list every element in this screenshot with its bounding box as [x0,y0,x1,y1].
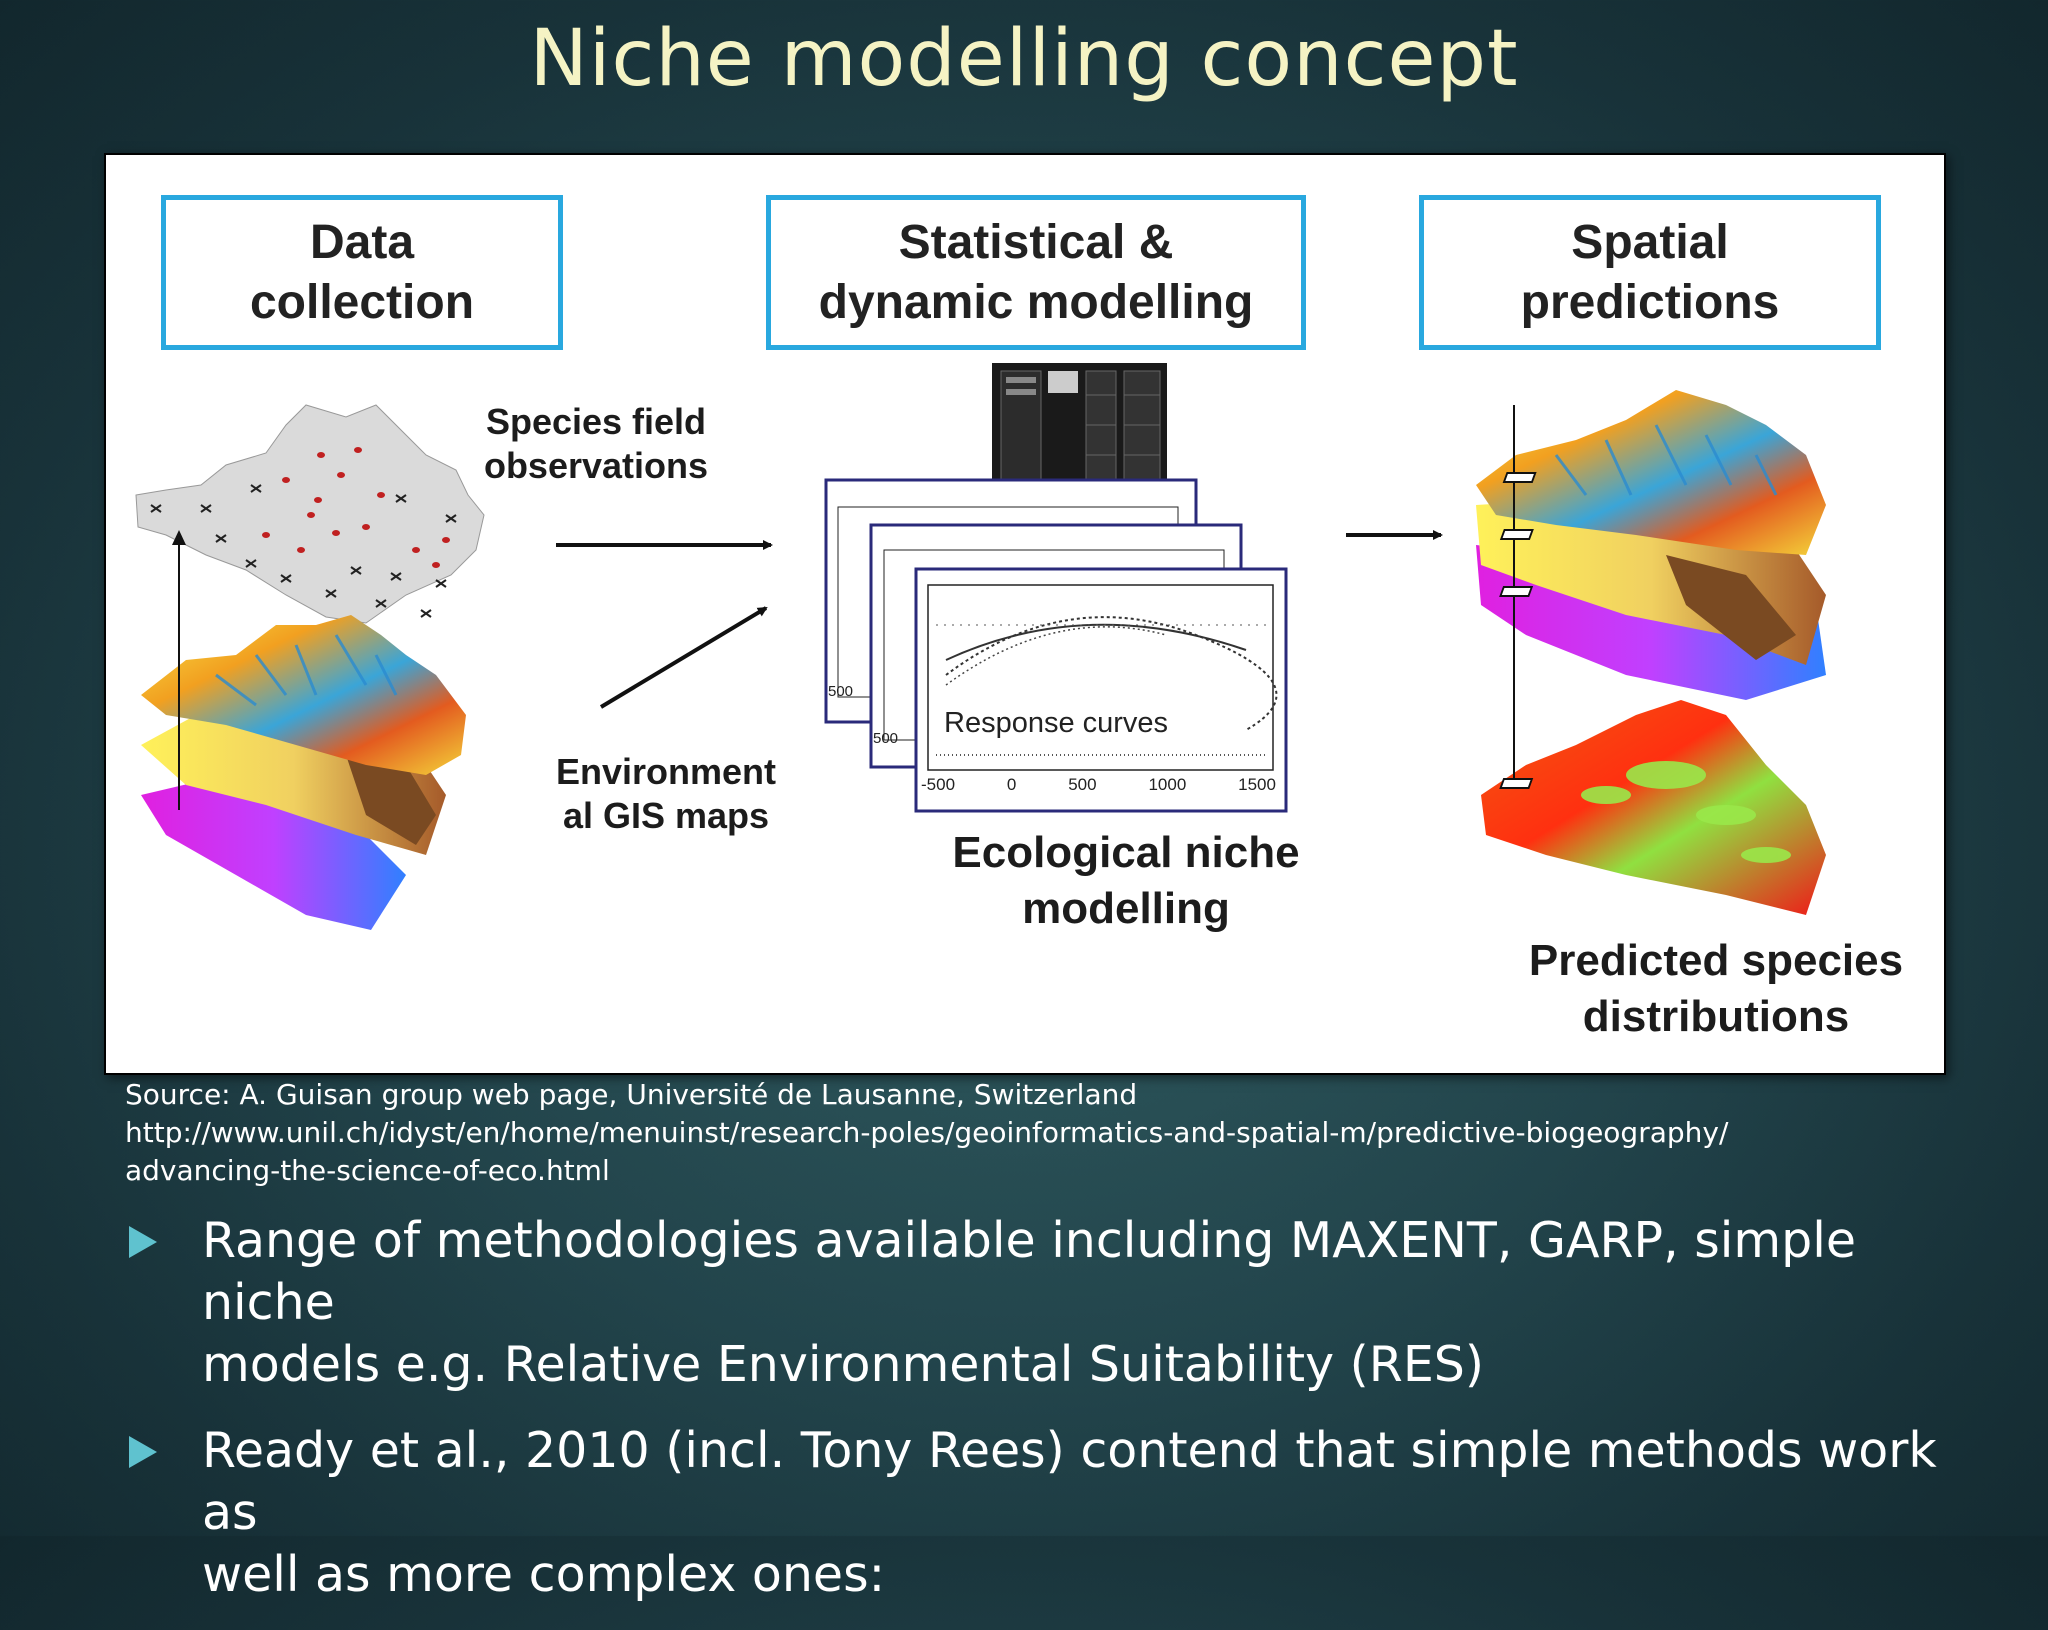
environmental-layers-stack [141,530,466,930]
stage-2-line1: Statistical & [898,215,1174,269]
response-curve-plots [824,478,1288,813]
stage-1-line2: collection [249,275,475,329]
niche-modelling-label: Ecological niche modelling [906,825,1346,937]
bullet-triangle-icon [129,1436,157,1468]
arrow-gis-maps [599,606,768,709]
stage-1-line1: Data [309,215,415,269]
bullet-item: Range of methodologies available includi… [125,1210,1985,1396]
axis-tick: 500 [1068,775,1097,794]
species-obs-line2: observations [483,445,709,486]
response-curve-axis: -500 0 500 1000 1500 [921,775,1276,795]
source-citation: Source: A. Guisan group web page, Univer… [125,1076,1925,1190]
axis-tick: 0 [1006,775,1017,794]
axis-tick: 1000 [1148,775,1187,794]
stage-3-line1: Spatial [1571,215,1729,269]
axis-tick: -500 [921,775,956,794]
source-url-line[interactable]: http://www.unil.ch/idyst/en/home/menuins… [125,1116,1729,1149]
predicted-distributions-label: Predicted species distributions [1496,933,1936,1045]
stage-data-collection: Data collection [161,195,563,350]
gis-maps-line1: Environment [555,751,777,792]
slide-title: Niche modelling concept [529,14,1519,104]
stage-3-line2: predictions [1520,275,1780,329]
stage-statistical-modelling: Statistical & dynamic modelling [766,195,1306,350]
back-tick-2: 500 [873,730,899,747]
niche-line1: Ecological niche [952,828,1300,877]
prediction-layers-stack [1476,390,1826,915]
bullet-1-line1: Range of methodologies available includi… [202,1212,1856,1331]
niche-modelling-figure: Data collection Statistical & dynamic mode… [104,153,1946,1075]
back-tick-1: 500 [828,683,854,700]
gis-maps-label: Environment al GIS maps [526,750,806,838]
axis-tick: 1500 [1238,775,1276,794]
bullet-2-line1: Ready et al., 2010 (incl. Tony Rees) con… [202,1422,1937,1541]
source-url-line-cont[interactable]: advancing-the-science-of-eco.html [125,1154,610,1187]
predicted-line2: distributions [1582,992,1850,1041]
gis-maps-line2: al GIS maps [562,795,770,836]
species-observation-map [135,404,485,624]
source-line-1: Source: A. Guisan group web page, Univer… [125,1078,1138,1111]
bullet-triangle-icon [129,1226,157,1258]
response-curves-label: Response curves [944,707,1169,739]
predicted-line1: Predicted species [1528,936,1904,985]
niche-line2: modelling [1022,884,1230,933]
bullet-item: Ready et al., 2010 (incl. Tony Rees) con… [125,1420,1985,1606]
figure-illustration [135,363,1826,930]
bullet-1-line2: models e.g. Relative Environmental Suita… [202,1336,1485,1393]
stage-2-line2: dynamic modelling [818,275,1254,329]
species-observations-label: Species field observations [456,400,736,488]
bullet-2-line2: well as more complex ones: [202,1546,886,1603]
bullet-list: Range of methodologies available includi… [125,1210,1985,1630]
stage-spatial-predictions: Spatial predictions [1419,195,1881,350]
species-obs-line1: Species field [485,401,707,442]
